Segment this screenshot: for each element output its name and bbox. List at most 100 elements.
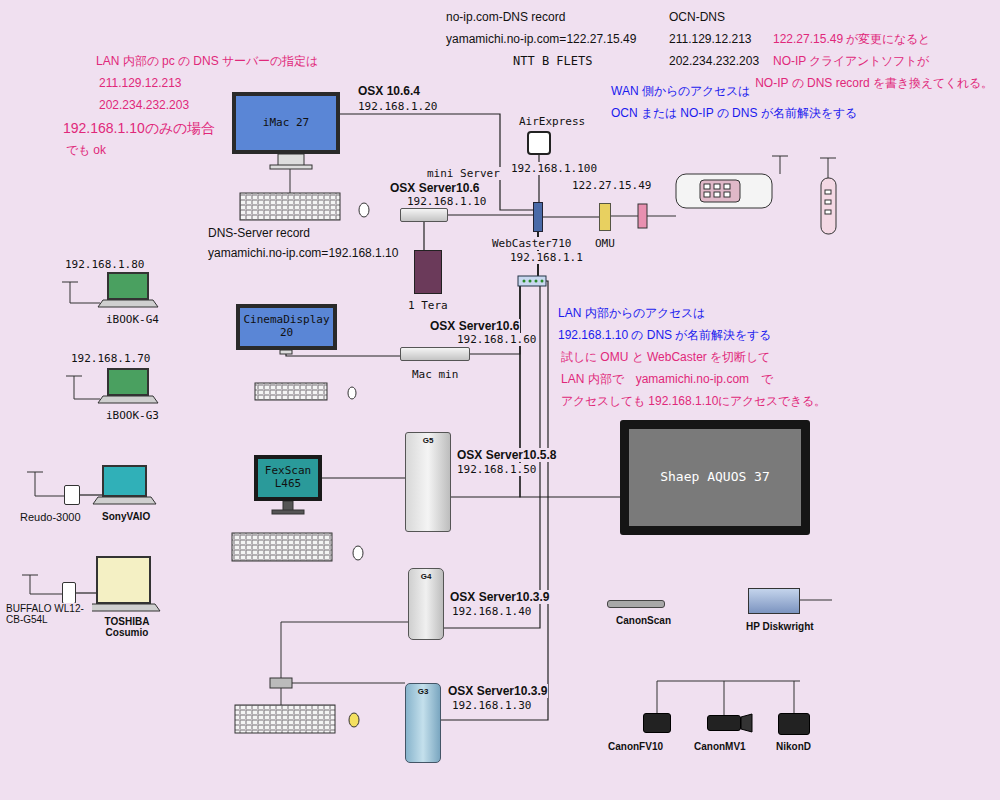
- wireless-antennas-part: [70, 303, 100, 304]
- wireless-antennas-part: [66, 376, 82, 377]
- device-label: TOSHIBA Cosumio: [94, 616, 160, 638]
- note-text: NTT B FLETS: [512, 54, 593, 68]
- network-cable: [444, 232, 540, 628]
- fexscan-parts-part: [353, 546, 363, 560]
- screen-label: Shaep AQUOS 37: [658, 468, 772, 487]
- screen-label: FexScan L465: [258, 463, 318, 492]
- device-box: NikonD: [778, 713, 810, 735]
- fexscan-parts-part: [272, 510, 304, 514]
- fexscan-parts: [232, 501, 363, 561]
- note-text: 192.168.1.10のみの場合: [62, 120, 216, 137]
- device-label: OSX Server10.6: [389, 181, 480, 195]
- network-cable: [441, 232, 548, 720]
- device-box: 192.168.1.70iBOOK-G3: [107, 368, 149, 396]
- cinema-display-parts: [255, 350, 356, 400]
- hub-switch-part: [541, 280, 544, 283]
- device-label: 192.168.1.50: [456, 463, 537, 476]
- device-box: G3OSX Server10.3.9192.168.1.30: [405, 683, 441, 763]
- device-label: OSX 10.6.4: [357, 84, 421, 98]
- note-text: 211.129.12.213: [98, 76, 183, 90]
- g4-g3-console-part: [349, 713, 359, 727]
- device-box: CanonScan: [607, 600, 665, 608]
- device-label: OSX Server10.3.9: [449, 590, 550, 604]
- imac-parts-part: [270, 165, 312, 169]
- device-box: CanonFV10: [643, 713, 671, 733]
- imac-parts-part: [278, 154, 304, 166]
- note-text: 211.129.12.213: [668, 32, 753, 46]
- device-label: OSX Server10.3.9: [447, 684, 548, 698]
- note-text: 試しに OMU と WebCaster を切断して: [560, 350, 771, 364]
- device-box: BUFFALO WL12-CB-G54L: [62, 582, 76, 604]
- device-label: 192.168.1.70: [70, 352, 151, 365]
- note-text: 192.168.1.10 の DNS が名前解決をする: [557, 328, 772, 342]
- wireless-antennas-part: [22, 575, 38, 576]
- device-label: 192.168.1.80: [64, 258, 145, 271]
- device-label: 192.168.1.100: [510, 162, 598, 175]
- device-label: CanonFV10: [607, 741, 664, 752]
- device-label: OSX Server10.6: [429, 319, 520, 333]
- fexscan-parts-part: [232, 533, 332, 561]
- phone-set-part: [611, 216, 640, 217]
- screen-label: G3: [416, 684, 431, 698]
- device-box: WebCaster710192.168.1.1: [533, 202, 543, 232]
- peripheral-wires: [657, 600, 832, 715]
- device-box: mini ServerOSX Server10.6192.168.1.10: [400, 208, 448, 222]
- phone-set-part: [638, 204, 647, 228]
- device-label: CanonMV1: [693, 741, 747, 752]
- network-cable: [286, 350, 400, 356]
- note-text: OCN-DNS: [668, 10, 726, 24]
- phone-set: [611, 156, 836, 234]
- wireless-antennas: [22, 282, 100, 594]
- device-label: AirExpress: [518, 115, 586, 128]
- note-text: 202.234.232.203: [98, 98, 190, 112]
- hub-switch-part: [535, 280, 538, 283]
- network-cable: [448, 214, 533, 215]
- imac-parts-part: [290, 169, 291, 193]
- device-box: FexScan L465: [254, 455, 322, 501]
- device-label: OMU: [594, 237, 616, 250]
- device-label: iBOOK-G4: [105, 313, 160, 326]
- device-box: G5OSX Server10.5.8192.168.1.50: [405, 432, 451, 532]
- laptop-bases-part: [98, 396, 158, 403]
- device-box: G4OSX Server10.3.9192.168.1.40: [408, 568, 444, 640]
- phone-set-part: [780, 156, 781, 174]
- phone-set-part: [772, 156, 788, 157]
- phone-set-part: [700, 180, 740, 202]
- phone-set-part: [714, 184, 720, 189]
- device-label: 192.168.1.30: [451, 699, 532, 712]
- note-text: yamamichi.no-ip.com=122.27.15.49: [445, 32, 637, 46]
- wireless-antennas-part: [74, 399, 100, 400]
- hub-switch-part: [523, 280, 526, 283]
- device-box: OSX Server10.6192.168.1.60Mac min: [400, 347, 470, 361]
- phone-set-part: [828, 158, 829, 178]
- device-label: OSX Server10.5.8: [456, 448, 557, 462]
- screen-label: iMac 27: [261, 115, 311, 132]
- device-label: HP Diskwright: [745, 621, 815, 632]
- device-box: HP Diskwright: [748, 588, 800, 614]
- imac-parts-part: [240, 193, 340, 220]
- g4-g3-console-part: [235, 705, 335, 733]
- device-label: 1 Tera: [407, 299, 449, 312]
- device-label: SonyVAIO: [101, 511, 151, 522]
- note-text: yamamichi.no-ip.com=192.168.1.10: [207, 246, 399, 260]
- device-label: 192.168.1.10: [406, 195, 487, 208]
- note-text: no-ip.com-DNS record: [445, 10, 566, 24]
- phone-set-part: [724, 184, 730, 189]
- screen-label: G4: [419, 569, 434, 583]
- camera-lenses-part: [741, 714, 752, 732]
- device-box: 1 Tera: [414, 250, 442, 294]
- wireless-antennas-part: [30, 594, 62, 595]
- note-text: LAN 内部で yamamichi.no-ip.com で: [560, 372, 774, 386]
- device-label: 122.27.15.49: [571, 179, 652, 192]
- cinema-display-parts-part: [348, 387, 356, 399]
- device-box: CinemaDisplay 20: [236, 304, 336, 350]
- wireless-antennas-part: [62, 282, 78, 283]
- wireless-antennas-part: [74, 376, 75, 399]
- device-label: 192.168.1.20: [357, 100, 438, 113]
- g4-g3-console-part: [292, 683, 405, 684]
- note-text: LAN 内部からのアクセスは: [557, 306, 706, 320]
- note-text: 202.234.232.203: [668, 54, 760, 68]
- phone-set-part: [825, 200, 831, 204]
- phone-set-part: [647, 216, 676, 217]
- device-label: WebCaster710: [491, 237, 572, 250]
